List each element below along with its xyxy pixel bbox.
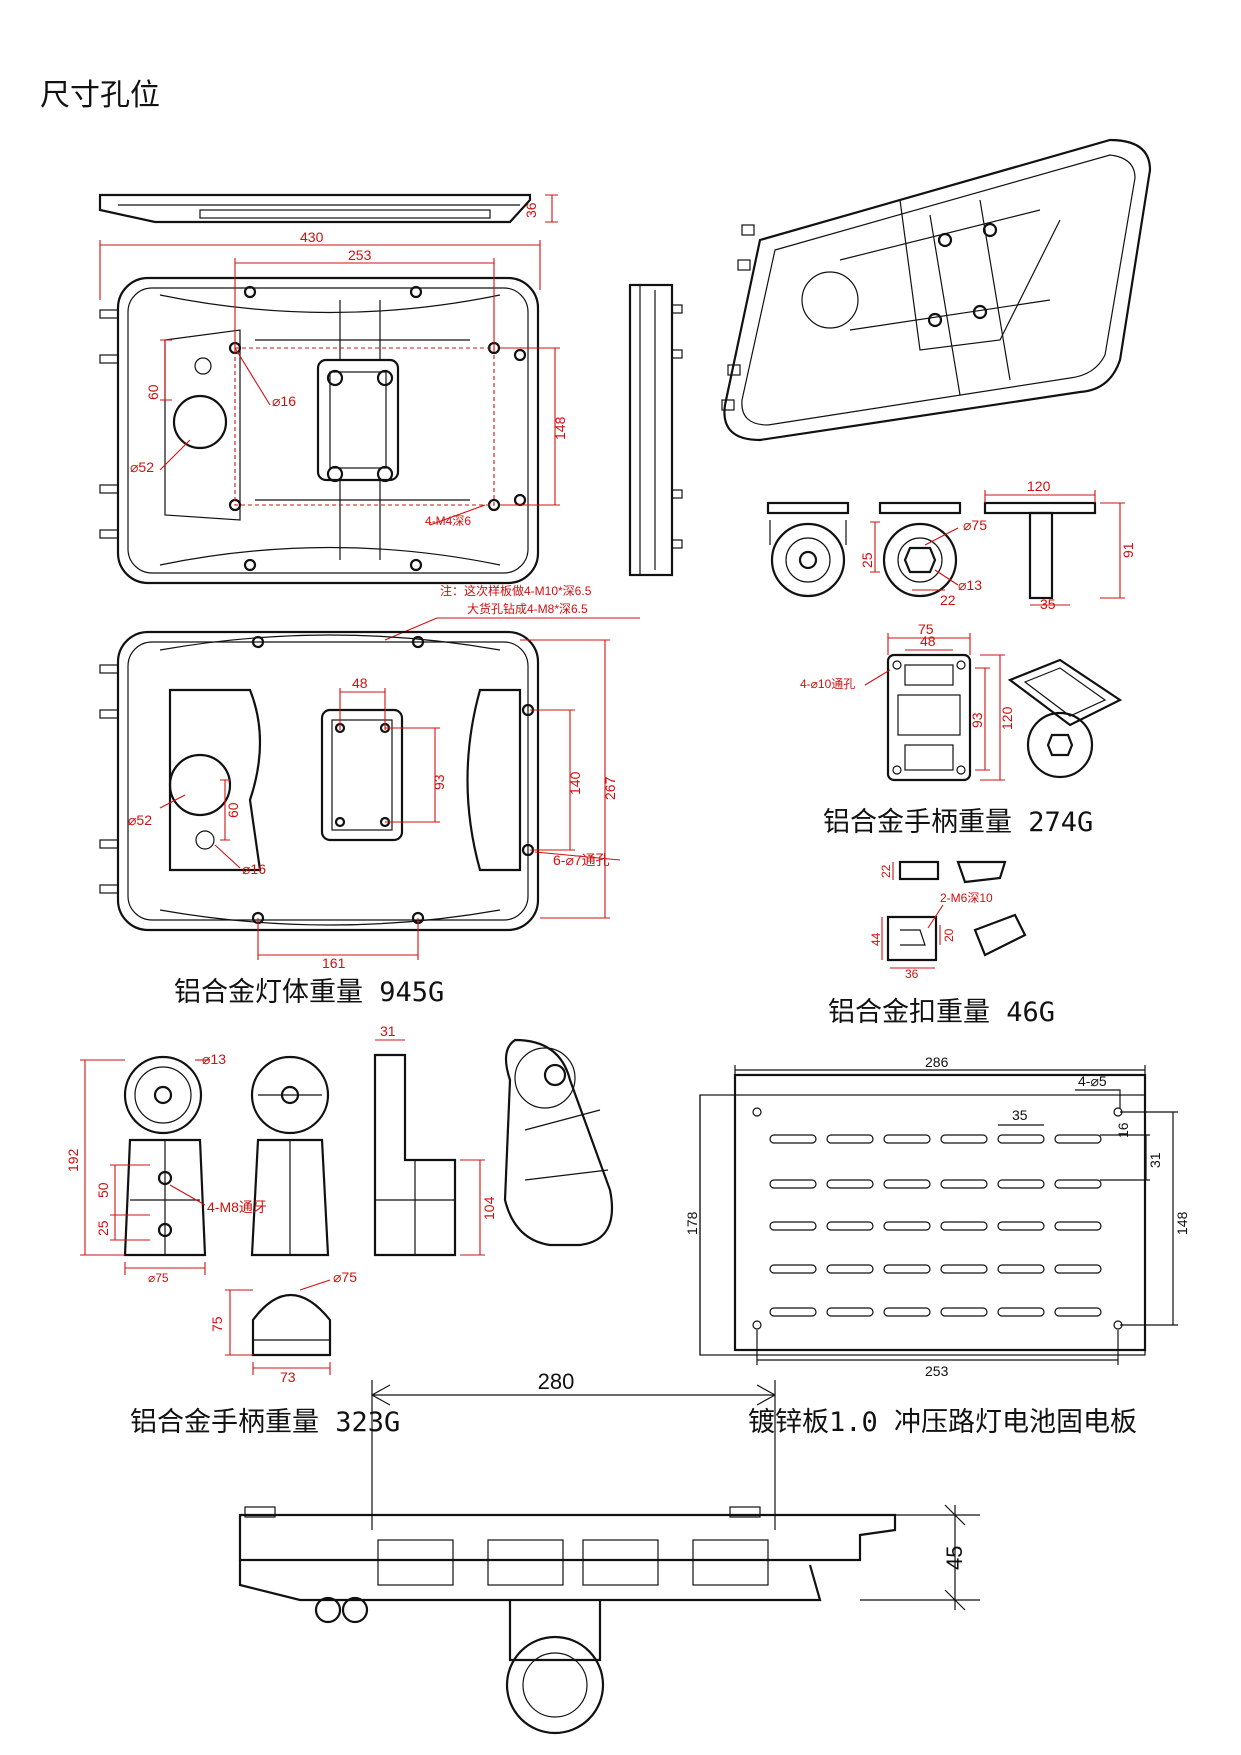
dim-36-label: 36 [523, 202, 539, 218]
dim-side-45-label: 45 [942, 1546, 967, 1570]
note-line1: 注：这次样板做4-M10*深6.5 [440, 583, 592, 598]
dim-52-label-bottom: ⌀52 [128, 812, 152, 828]
lamp-body-top-view: 36 430 253 60 148 ⌀16 ⌀52 4-M4深6 [98, 193, 683, 585]
dim-267-label: 267 [602, 776, 618, 800]
dim-60-label-bottom: 60 [225, 802, 241, 818]
lamp-body-bottom-view: 48 93 140 267 ⌀52 60 ⌀16 161 6-⌀7通孔 [99, 630, 621, 971]
dim-dome-73-label: 73 [280, 1369, 296, 1385]
caption-plate: 镀锌板1.0 冲压路灯电池固电板 [748, 1407, 1138, 1438]
dim-wheel-75-label: ⌀75 [963, 517, 987, 533]
aluminum-clip-views: 22 2-M6深10 44 20 36 [869, 860, 1027, 981]
dim-battery-253-label: 253 [925, 1363, 949, 1379]
mount-plate-views: 75 48 4-⌀10通孔 93 120 [800, 621, 1123, 782]
dim-battery-16-label: 16 [1115, 1122, 1131, 1138]
dim-plate-93-label: 93 [969, 712, 985, 728]
dim-161-label: 161 [322, 955, 346, 971]
dim-148-label: 148 [552, 416, 568, 440]
dim-16-label: ⌀16 [272, 393, 296, 409]
caption-handle-top: 铝合金手柄重量 274G [823, 807, 1094, 838]
dim-140-label: 140 [567, 771, 583, 795]
dim-93-label: 93 [431, 774, 447, 790]
dim-16-label-bottom: ⌀16 [242, 861, 266, 877]
dim-wheel-22-label: 22 [940, 592, 956, 608]
dim-handle-31-label: 31 [380, 1023, 396, 1039]
dim-battery-31-label: 31 [1147, 1152, 1163, 1168]
dim-253-label: 253 [348, 247, 372, 263]
dim-clip-20-label: 20 [942, 928, 956, 942]
dim-wheel-120-label: 120 [1027, 478, 1051, 494]
dim-m4-label: 4-M4深6 [425, 514, 471, 528]
dim-handle-50-label: 50 [95, 1182, 111, 1198]
dim-wheel-25-label: 25 [859, 552, 875, 568]
dim-7-label: 6-⌀7通孔 [553, 852, 610, 868]
dim-handle-m8-label: 4-M8通牙 [207, 1199, 267, 1215]
dim-48-label: 48 [352, 675, 368, 691]
dim-battery-5-label: 4-⌀5 [1078, 1073, 1107, 1089]
dim-side-280-label: 280 [538, 1369, 575, 1394]
dim-wheel-35-label: 35 [1040, 596, 1056, 612]
dim-clip-44-label: 44 [869, 932, 883, 946]
dim-clip-m6-label: 2-M6深10 [940, 891, 993, 905]
battery-plate-view: 286 4-⌀5 35 16 31 178 148 253 [684, 1054, 1190, 1379]
dim-handle-192-label: 192 [65, 1148, 81, 1172]
dim-plate-10-label: 4-⌀10通孔 [800, 677, 855, 691]
dim-battery-35-label: 35 [1012, 1107, 1028, 1123]
side-section-view [238, 1380, 980, 1735]
dim-plate-75-label: 75 [918, 621, 934, 637]
dim-plate-120-label: 120 [999, 706, 1015, 730]
dim-wheel-13-label: ⌀13 [958, 577, 982, 593]
dim-handle-104-label: 104 [481, 1196, 497, 1220]
dim-battery-178-label: 178 [684, 1211, 700, 1235]
dim-battery-148-label: 148 [1174, 1211, 1190, 1235]
dim-dome-d75-label: ⌀75 [333, 1269, 357, 1285]
dim-clip-36-label: 36 [905, 967, 919, 981]
lamp-body-isometric [721, 138, 1152, 442]
dim-handle-75-label: ⌀75 [148, 1271, 169, 1285]
page-title: 尺寸孔位 [40, 78, 160, 113]
dim-52-label: ⌀52 [130, 459, 154, 475]
caption-clip: 铝合金扣重量 46G [828, 997, 1056, 1028]
caption-handle-bottom: 铝合金手柄重量 323G [130, 1407, 401, 1438]
dim-plate-48-label: 48 [920, 633, 936, 649]
note-line2: 大货孔钻成4-M8*深6.5 [467, 601, 588, 616]
dim-handle-25-label: 25 [95, 1220, 111, 1236]
dim-clip-22-label: 22 [879, 864, 893, 878]
caption-lamp-body: 铝合金灯体重量 945G [174, 977, 445, 1008]
dim-battery-286-label: 286 [925, 1054, 949, 1070]
handle-323g-views: ⌀13 192 50 25 4-M8通牙 ⌀75 31 104 75 ⌀75 7… [65, 1023, 614, 1385]
dim-dome-75-label: 75 [209, 1316, 225, 1332]
dim-430-label: 430 [300, 229, 324, 245]
dim-handle-13-label: ⌀13 [202, 1051, 226, 1067]
sample-note: 注：这次样板做4-M10*深6.5 大货孔钻成4-M8*深6.5 [384, 583, 640, 641]
dim-60-label: 60 [145, 384, 161, 400]
caster-wheel-views: ⌀75 25 ⌀13 22 120 91 35 [766, 478, 1136, 612]
dim-wheel-91-label: 91 [1120, 542, 1136, 558]
